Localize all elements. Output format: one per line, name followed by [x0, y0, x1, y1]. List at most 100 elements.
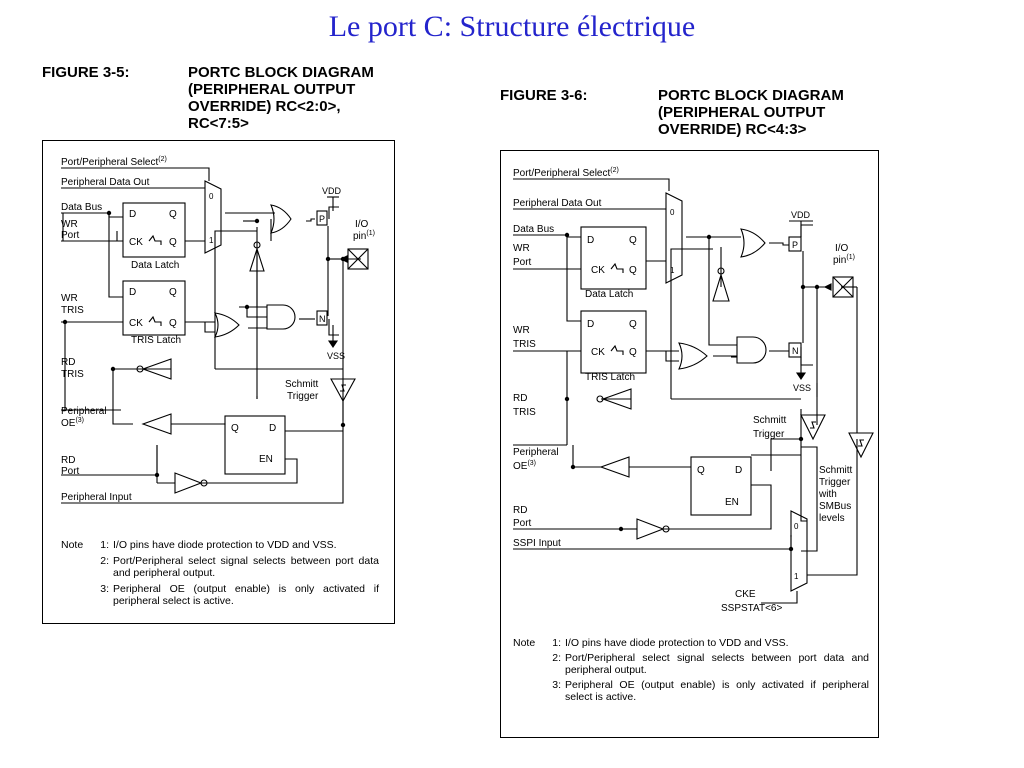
figure-3-5-latch-ck: CK — [129, 318, 143, 329]
figure-3-5-latch-q: Q — [169, 287, 177, 298]
figure-3-5-latch-ck: CK — [129, 237, 143, 248]
figure-3-5-rd-port-bubble — [200, 479, 208, 487]
note-heading: Note — [61, 539, 84, 551]
figure-3-5-label-wr-port: WR — [61, 219, 78, 230]
figure-3-6-or-gate-low — [678, 342, 708, 370]
figure-3-6-schmitt-label: Schmitt — [753, 415, 787, 426]
figure-3-5-latch-d: D — [129, 287, 136, 298]
figure-3-6-schmitt-hysteresis — [810, 421, 816, 429]
figure-3-6-frame: Port/Peripheral Select(2) Peripheral Dat… — [500, 150, 879, 738]
figure-3-6-title-line: (PERIPHERAL OUTPUT — [658, 104, 826, 121]
figure-3-5-latch-d: D — [129, 209, 136, 220]
note-heading: Note — [513, 637, 536, 649]
figure-3-5-rd-port-buffer — [174, 472, 203, 494]
figure-3-6-latch-d: D — [587, 235, 594, 246]
figure-3-6-rd-tris-buffer — [601, 388, 632, 410]
figure-3-5-oe-latch — [224, 415, 286, 475]
figure-3-6-smbus-label: levels — [819, 513, 845, 524]
figure-3-5-oe-q: Q — [231, 423, 239, 434]
note-text: Peripheral OE (output enable) is only ac… — [113, 583, 379, 607]
note-text: I/O pins have diode protection to VDD an… — [113, 539, 337, 551]
figure-3-5-title-line: RC<7:5> — [188, 115, 249, 132]
figure-3-5-inverter — [249, 247, 265, 272]
figure-3-5-inverter-bubble — [253, 241, 261, 249]
figure-3-5-vdd: VDD — [322, 186, 342, 196]
figure-3-5-label-port-select: Port/Peripheral Select(2) — [61, 156, 167, 168]
figure-3-6-schmitt-label: Trigger — [753, 429, 785, 440]
figure-3-5-latch-q: Q — [169, 209, 177, 220]
note-text: Port/Peripheral select signal selects be… — [113, 555, 379, 579]
figure-3-6-notes: Note 1: I/O pins have diode protection t… — [513, 637, 869, 703]
figure-3-5-schmitt-hysteresis — [340, 384, 346, 392]
note-text: Peripheral OE (output enable) is only ac… — [565, 679, 869, 703]
figure-3-6-mux-top-0: 0 — [670, 208, 675, 217]
figure-3-6-label-wr-port: WR — [513, 243, 530, 254]
figure-3-6-tris-latch-label: TRIS Latch — [585, 372, 635, 383]
figure-3-5-title: PORTC BLOCK DIAGRAM (PERIPHERAL OUTPUT O… — [188, 64, 374, 132]
figure-3-5-schmitt-trigger — [330, 378, 356, 403]
figure-3-6-rd-port-bubble — [662, 525, 670, 533]
figure-3-6-data-latch-label: Data Latch — [585, 289, 633, 300]
figure-3-5-oe-buffer — [141, 413, 172, 435]
figure-3-6-smbus-label: Schmitt — [819, 465, 853, 476]
figure-3-6-schmitt-trigger — [800, 414, 826, 441]
figure-3-6-label-periph-oe: OE(3) — [513, 460, 536, 472]
figure-3-6-smbus-label: with — [818, 489, 837, 500]
figure-3-6-smbus-label: SMBus — [819, 501, 851, 512]
figure-3-5-title-line: (PERIPHERAL OUTPUT — [188, 81, 356, 98]
figure-3-5-frame: Port/Peripheral Select(2) Peripheral Dat… — [42, 140, 395, 624]
figure-3-6-mux-top-1: 1 — [670, 266, 675, 275]
figure-3-6-label-wr-tris: WR — [513, 325, 530, 336]
figure-3-6-latch-q: Q — [629, 319, 637, 330]
figure-3-6-rd-tris-bubble — [596, 395, 604, 403]
figure-3-5-or-gate-low — [214, 312, 240, 338]
figure-3-5-label-periph-oe: Peripheral — [61, 406, 107, 417]
figure-3-5-junctions — [62, 210, 346, 478]
figure-3-6-clk-edge — [610, 262, 624, 273]
figure-3-5-label-periph-input: Peripheral Input — [61, 492, 132, 503]
figure-3-6-smbus-label: Trigger — [819, 477, 851, 488]
note-text: I/O pins have diode protection to VDD an… — [565, 637, 789, 649]
figure-3-5-schmitt-label: Schmitt — [285, 379, 319, 390]
figure-3-6-oe-d: D — [735, 465, 742, 476]
figure-3-5-n-transistor — [316, 310, 328, 326]
note-item: 3: Peripheral OE (output enable) is only… — [513, 679, 869, 703]
figure-3-5-oe-en: EN — [259, 454, 273, 465]
figure-3-6-cke-label: CKE — [735, 589, 756, 600]
figure-3-6-oe-latch — [690, 456, 752, 516]
figure-3-5-label-rd-tris: RD — [61, 357, 75, 368]
figure-3-6-label-rd-port: RD — [513, 505, 527, 516]
figure-3-5-tris-latch-label: TRIS Latch — [131, 335, 181, 346]
figure-3-6-title-line: OVERRIDE) RC<4:3> — [658, 121, 807, 138]
figure-3-5-vss: VSS — [327, 351, 345, 361]
figure-3-6-oe-en: EN — [725, 497, 739, 508]
figure-3-6-io-pin-x — [832, 276, 854, 298]
figure-3-5-label-rd-tris: TRIS — [61, 369, 84, 380]
figure-3-6-io-label: I/O — [835, 243, 849, 254]
note-number: 3: — [100, 583, 109, 595]
figure-3-6-latch-q: Q — [629, 265, 637, 276]
note-item: Note 1: I/O pins have diode protection t… — [513, 637, 869, 649]
figure-3-5-label-rd-port: Port — [61, 466, 80, 477]
figure-3-5-rd-tris-bubble — [136, 365, 144, 373]
figure-3-5-n: N — [319, 314, 326, 324]
figure-3-5-io-label: pin(1) — [353, 230, 375, 242]
figure-3-5-and-gate — [266, 304, 296, 330]
figure-3-6-label-periph-oe: Peripheral — [513, 447, 559, 458]
figure-3-6-io-arrow — [823, 283, 832, 291]
figure-3-6-title-line: PORTC BLOCK DIAGRAM — [658, 87, 844, 104]
figure-3-6-label-data-bus: Data Bus — [513, 224, 554, 235]
figure-3-6-rd-port-buffer — [636, 518, 665, 540]
note-item: Note 1: I/O pins have diode protection t… — [61, 539, 379, 551]
figure-3-5-p: P — [319, 214, 325, 224]
figure-3-6-oe-q: Q — [697, 465, 705, 476]
figure-3-6-diagram: Port/Peripheral Select(2) Peripheral Dat… — [513, 167, 874, 614]
figure-3-6-n: N — [792, 346, 799, 356]
figure-3-5-tris-latch — [122, 280, 186, 336]
figure-3-6-vdd: VDD — [791, 210, 811, 220]
figure-3-5-label-data-bus: Data Bus — [61, 202, 102, 213]
figure-3-6-label-port-select: Port/Peripheral Select(2) — [513, 167, 619, 179]
figure-3-5-rd-tris-buffer — [141, 358, 172, 380]
figure-3-5-latch-q: Q — [169, 318, 177, 329]
figure-3-6-label-wr-tris: TRIS — [513, 339, 536, 350]
